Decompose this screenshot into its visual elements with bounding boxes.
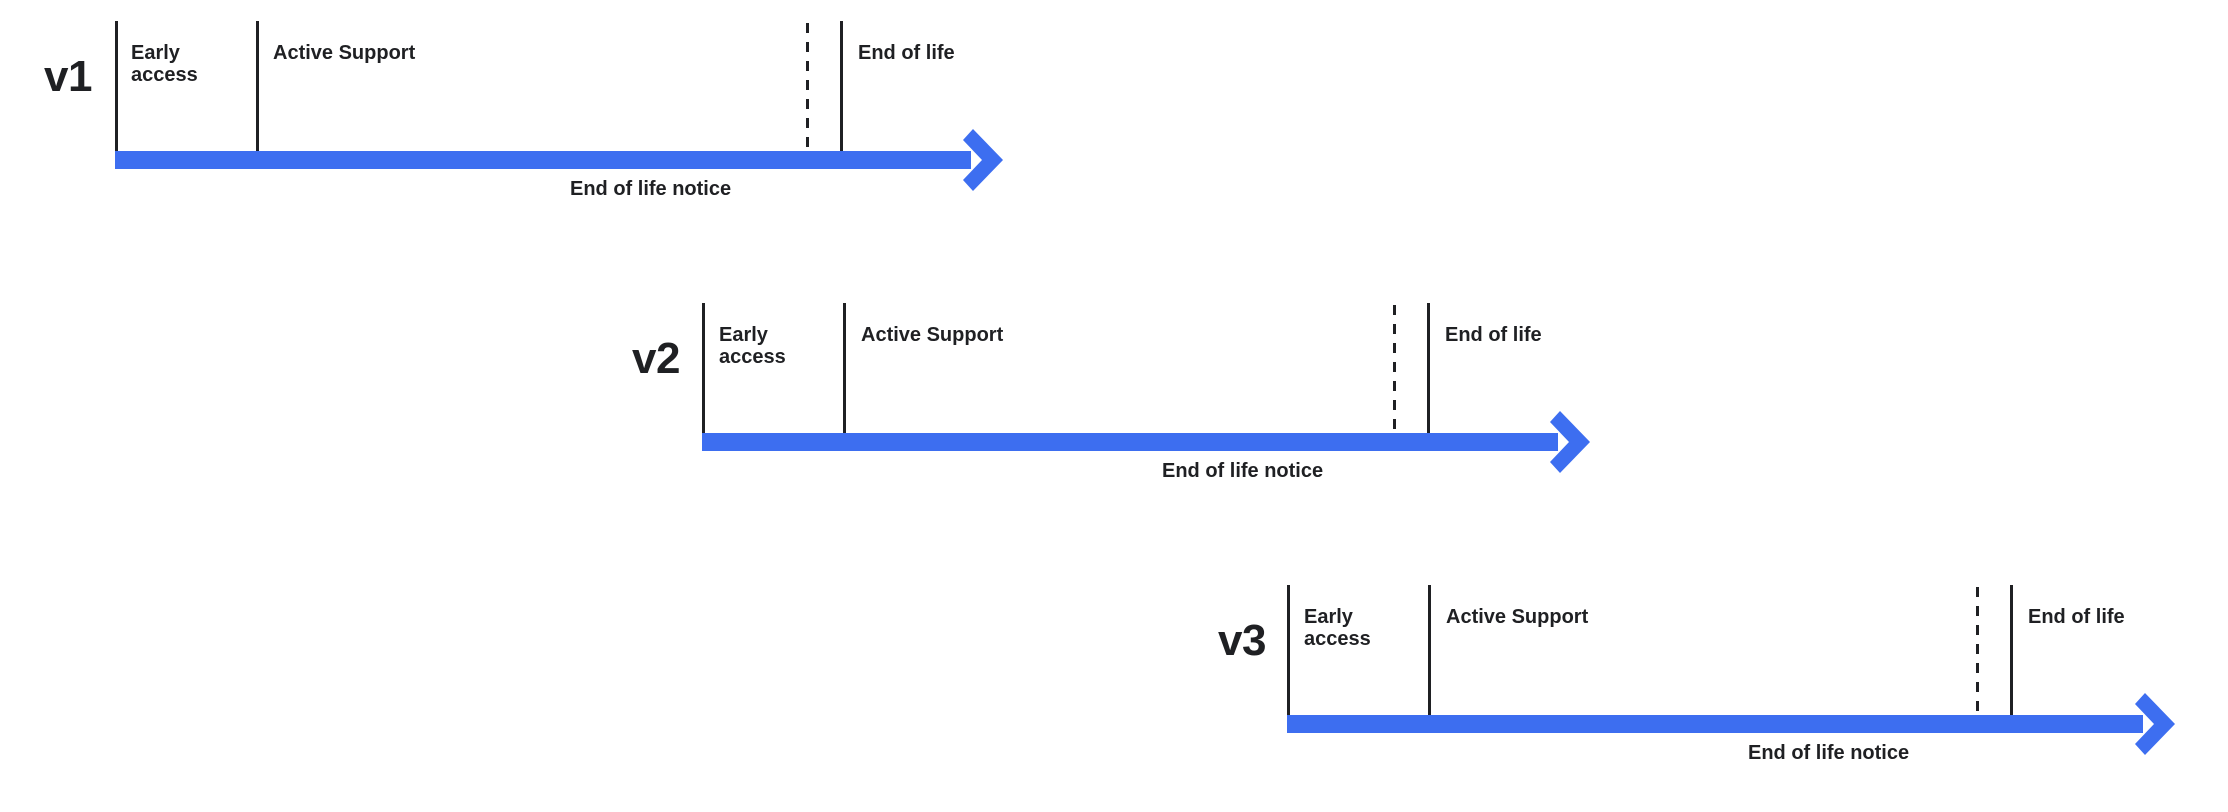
- phase-divider-end-of-life-start-v1: [840, 21, 843, 151]
- phase-label-early-access-v1: Early access: [131, 42, 198, 86]
- end-of-life-notice-marker-v3: [1976, 587, 1979, 715]
- timeline-bar-v3: [1287, 715, 2143, 733]
- lifecycle-row-v1: v1 Early access Active Support End of li…: [0, 0, 1060, 230]
- phase-label-early-access-v2: Early access: [719, 324, 786, 368]
- end-of-life-notice-label-v2: End of life notice: [1162, 460, 1324, 482]
- phase-label-end-of-life-v1: End of life: [858, 42, 955, 64]
- timeline-bar-v2: [702, 433, 1558, 451]
- phase-label-active-support-v2: Active Support: [861, 324, 1004, 346]
- phase-divider-active-support-start-v2: [843, 303, 846, 433]
- timeline-bar-v1: [115, 151, 971, 169]
- arrow-right-icon-v1: [963, 129, 1003, 191]
- version-label-v3: v3: [1218, 616, 1266, 665]
- phase-label-early-access-v3: Early access: [1304, 606, 1371, 650]
- phase-divider-end-of-life-start-v2: [1427, 303, 1430, 433]
- version-label-v1: v1: [44, 52, 92, 101]
- phase-divider-early-access-start-v1: [115, 21, 118, 151]
- phase-divider-end-of-life-start-v3: [2010, 585, 2013, 715]
- phase-label-active-support-v1: Active Support: [273, 42, 416, 64]
- phase-label-end-of-life-v3: End of life: [2028, 606, 2125, 628]
- version-label-v2: v2: [632, 334, 680, 383]
- arrow-right-icon-v2: [1550, 411, 1590, 473]
- phase-divider-early-access-start-v3: [1287, 585, 1290, 715]
- phase-divider-active-support-start-v1: [256, 21, 259, 151]
- end-of-life-notice-label-v1: End of life notice: [570, 178, 732, 200]
- phase-divider-active-support-start-v3: [1428, 585, 1431, 715]
- end-of-life-notice-marker-v2: [1393, 305, 1396, 433]
- phase-label-end-of-life-v2: End of life: [1445, 324, 1542, 346]
- arrow-right-icon-v3: [2135, 693, 2175, 755]
- phase-divider-early-access-start-v2: [702, 303, 705, 433]
- end-of-life-notice-marker-v1: [806, 23, 809, 151]
- end-of-life-notice-label-v3: End of life notice: [1748, 742, 1910, 764]
- phase-label-active-support-v3: Active Support: [1446, 606, 1589, 628]
- lifecycle-row-v2: v2 Early access Active Support End of li…: [0, 282, 1700, 512]
- lifecycle-row-v3: v3 Early access Active Support End of li…: [0, 564, 2228, 794]
